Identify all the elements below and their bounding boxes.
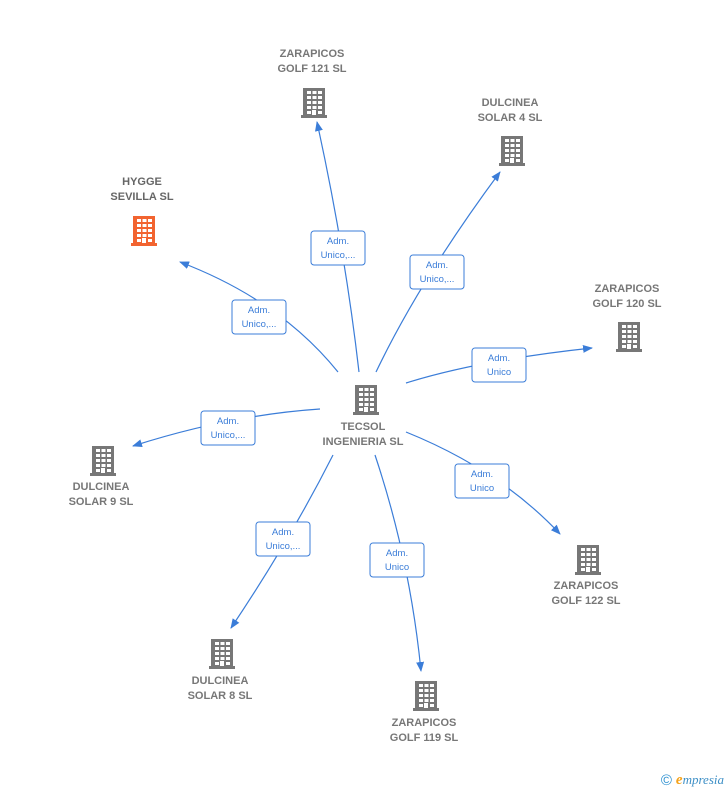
- edge-label-box: [200, 410, 256, 446]
- edge-label-zarapicos-121[interactable]: Adm. Unico,...: [310, 230, 366, 266]
- edge-label-box: [231, 299, 287, 335]
- zarapicos-120-building-icon: [616, 322, 642, 352]
- edge-hygge: Adm. Unico,...: [179, 261, 339, 373]
- tecsol-building-icon: [353, 385, 379, 415]
- node-label-line: SOLAR 9 SL: [69, 496, 134, 508]
- edge-label-box: [369, 542, 425, 578]
- edge-label-line: Unico: [487, 367, 511, 378]
- brand-initial: e: [675, 771, 683, 788]
- node-dulcinea-9[interactable]: DULCINEA SOLAR 9 SL: [69, 446, 134, 508]
- footer-branding: © empresia: [661, 771, 724, 789]
- edge-label-line: Adm.: [426, 260, 448, 271]
- edge-label-line: Adm.: [217, 416, 239, 427]
- edge-label-box: [409, 254, 465, 290]
- node-zarapicos-121[interactable]: ZARAPICOS GOLF 121 SL: [277, 48, 347, 118]
- zarapicos-119-building-icon: [413, 681, 439, 711]
- edge-label-zarapicos-120[interactable]: Adm. Unico: [471, 347, 527, 383]
- edge-label-line: Unico,...: [211, 430, 246, 441]
- node-label-zarapicos-121: ZARAPICOS GOLF 121 SL: [277, 48, 346, 75]
- zarapicos-121-building-icon: [301, 88, 327, 118]
- edge-dulcinea-8: Adm. Unico,...: [230, 454, 334, 629]
- edge-zarapicos-122: Adm. Unico: [405, 431, 561, 535]
- edge-label-line: Unico,...: [266, 541, 301, 552]
- node-label-line: ZARAPICOS: [595, 283, 660, 295]
- edge-label-text: Adm. Unico,...: [242, 305, 277, 330]
- zarapicos-122-building-icon: [575, 545, 601, 575]
- edge-label-line: Adm.: [327, 236, 349, 247]
- edge-label-line: Unico: [470, 483, 494, 494]
- edge-label-dulcinea-4[interactable]: Adm. Unico,...: [409, 254, 465, 290]
- edge-label-text: Adm. Unico,...: [266, 527, 301, 552]
- edge-dulcinea-4: Adm. Unico,...: [375, 171, 501, 373]
- edge-label-line: Adm.: [386, 548, 408, 559]
- edge-label-box: [255, 521, 311, 557]
- brand-logo[interactable]: empresia: [676, 772, 724, 789]
- edge-label-zarapicos-122[interactable]: Adm. Unico: [454, 463, 510, 499]
- edge-label-box: [471, 347, 527, 383]
- dulcinea-8-building-icon: [209, 639, 235, 669]
- edge-label-line: Adm.: [248, 305, 270, 316]
- hygge-building-icon: [131, 216, 157, 246]
- node-label-line: DULCINEA: [192, 675, 249, 687]
- node-dulcinea-4[interactable]: DULCINEA SOLAR 4 SL: [478, 97, 543, 166]
- edge-label-hygge[interactable]: Adm. Unico,...: [231, 299, 287, 335]
- edge-label-text: Adm. Unico,...: [321, 236, 356, 261]
- copyright-icon: ©: [660, 771, 672, 789]
- dulcinea-9-building-icon: [90, 446, 116, 476]
- node-label-line: ZARAPICOS: [280, 48, 345, 60]
- edge-label-text: Adm. Unico,...: [420, 260, 455, 285]
- brand-name: mpresia: [682, 771, 724, 787]
- node-zarapicos-119[interactable]: ZARAPICOS GOLF 119 SL: [390, 681, 459, 744]
- edge-label-line: Adm.: [488, 353, 510, 364]
- edge-label-dulcinea-8[interactable]: Adm. Unico,...: [255, 521, 311, 557]
- edge-label-text: Adm. Unico: [487, 353, 511, 378]
- node-label-hygge: HYGGE SEVILLA SL: [110, 176, 173, 203]
- edge-label-line: Adm.: [272, 527, 294, 538]
- node-label-line: SOLAR 8 SL: [188, 690, 253, 702]
- node-label-line: TECSOL: [341, 421, 386, 433]
- node-label-line: DULCINEA: [73, 481, 130, 493]
- node-label-line: GOLF 120 SL: [592, 298, 661, 310]
- node-label-dulcinea-4: DULCINEA SOLAR 4 SL: [478, 97, 543, 124]
- edge-label-line: Adm.: [471, 469, 493, 480]
- node-hygge[interactable]: HYGGE SEVILLA SL: [110, 176, 174, 246]
- edge-label-line: Unico: [385, 562, 409, 573]
- edge-label-zarapicos-119[interactable]: Adm. Unico: [369, 542, 425, 578]
- node-label-line: SEVILLA SL: [110, 191, 173, 203]
- edge-zarapicos-119: Adm. Unico: [369, 454, 425, 672]
- edge-label-text: Adm. Unico: [470, 469, 494, 494]
- node-label-zarapicos-122: ZARAPICOS GOLF 122 SL: [551, 580, 620, 607]
- node-label-zarapicos-120: ZARAPICOS GOLF 120 SL: [592, 283, 661, 310]
- node-zarapicos-120[interactable]: ZARAPICOS GOLF 120 SL: [592, 283, 662, 352]
- edge-label-line: Unico,...: [420, 274, 455, 285]
- node-label-dulcinea-9: DULCINEA SOLAR 9 SL: [69, 481, 134, 508]
- edge-label-dulcinea-9[interactable]: Adm. Unico,...: [200, 410, 256, 446]
- node-label-line: ZARAPICOS: [554, 580, 619, 592]
- node-dulcinea-8[interactable]: DULCINEA SOLAR 8 SL: [188, 639, 253, 702]
- edge-label-line: Unico,...: [321, 250, 356, 261]
- node-label-line: SOLAR 4 SL: [478, 112, 543, 124]
- node-tecsol[interactable]: TECSOL INGENIERIA SL: [323, 385, 404, 448]
- node-label-line: DULCINEA: [482, 97, 539, 109]
- edge-zarapicos-120: Adm. Unico: [405, 344, 593, 384]
- dulcinea-4-building-icon: [499, 136, 525, 166]
- node-label-line: GOLF 119 SL: [390, 732, 459, 744]
- node-label-line: GOLF 121 SL: [277, 63, 346, 75]
- edge-dulcinea-9: Adm. Unico,...: [132, 408, 321, 448]
- edge-label-box: [310, 230, 366, 266]
- node-label-tecsol: TECSOL INGENIERIA SL: [323, 421, 404, 448]
- edge-label-line: Unico,...: [242, 319, 277, 330]
- node-label-line: GOLF 122 SL: [551, 595, 620, 607]
- node-label-zarapicos-119: ZARAPICOS GOLF 119 SL: [390, 717, 459, 744]
- node-label-line: ZARAPICOS: [392, 717, 457, 729]
- edge-zarapicos-121: Adm. Unico,...: [310, 121, 366, 373]
- edge-label-text: Adm. Unico: [385, 548, 409, 573]
- node-label-dulcinea-8: DULCINEA SOLAR 8 SL: [188, 675, 253, 702]
- node-zarapicos-122[interactable]: ZARAPICOS GOLF 122 SL: [551, 545, 621, 607]
- node-label-line: HYGGE: [122, 176, 162, 188]
- edge-label-box: [454, 463, 510, 499]
- edge-label-text: Adm. Unico,...: [211, 416, 246, 441]
- node-label-line: INGENIERIA SL: [323, 436, 404, 448]
